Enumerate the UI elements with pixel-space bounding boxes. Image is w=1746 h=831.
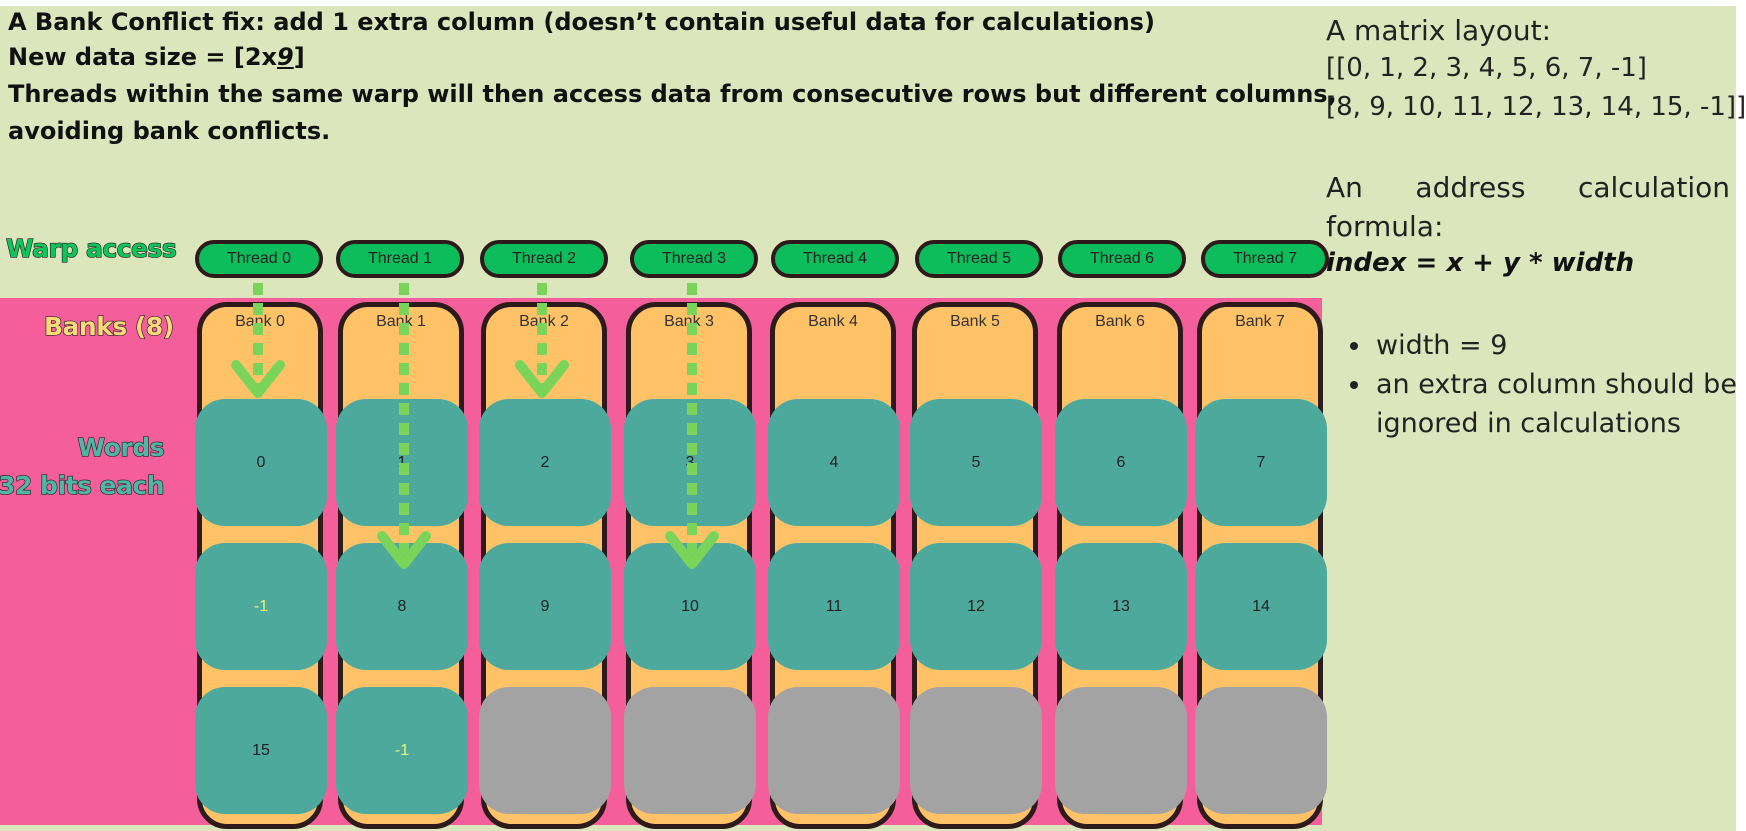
words-label-line2: 32 bits each [0, 470, 165, 500]
bank-2-label: Bank 2 [519, 313, 569, 330]
bank-5-label: Bank 5 [950, 313, 1000, 330]
index-formula: index = x + y * width [1326, 248, 1635, 278]
note-item-1-line-2: ignored in calculations [1376, 408, 1681, 439]
thread-7: Thread 7 [1201, 240, 1329, 278]
data-size-suffix: ] [293, 43, 305, 71]
word-cell: 9 [479, 543, 611, 670]
empty-word-cell [1195, 687, 1327, 814]
header-line-2: New data size = [2x9] [8, 43, 305, 71]
warp-access-label: Warp access [5, 233, 177, 263]
word-cell: 6 [1055, 399, 1187, 526]
notes-list: width = 9 an extra column should be ignore… [1326, 326, 1737, 443]
words-label: Words 32 bits each [0, 429, 165, 505]
thread-3-arrowhead [665, 531, 719, 569]
empty-word-cell [768, 687, 900, 814]
thread-1-arrowhead [377, 531, 431, 569]
padding-word-cell: -1 [195, 543, 327, 670]
word-cell: 0 [195, 399, 327, 526]
matrix-row-1: [[0, 1, 2, 3, 4, 5, 6, 7, -1] [1326, 53, 1647, 83]
thread-2: Thread 2 [480, 240, 608, 278]
header-line-3: Threads within the same warp will then a… [8, 80, 1337, 108]
bank-7-label: Bank 7 [1235, 313, 1285, 330]
thread-0-arrowhead [231, 360, 285, 398]
bank-0-label: Bank 0 [235, 313, 285, 330]
thread-1: Thread 1 [336, 240, 464, 278]
word-cell: 7 [1195, 399, 1327, 526]
padding-word-cell: -1 [336, 687, 468, 814]
word-cell: 14 [1195, 543, 1327, 670]
bank-1-label: Bank 1 [376, 313, 426, 330]
bank-6-label: Bank 6 [1095, 313, 1145, 330]
formula-heading-word-1: An [1326, 171, 1363, 204]
banks-label: Banks (8) [43, 311, 174, 341]
words-label-line1: Words [77, 432, 165, 462]
bank-4-label: Bank 4 [808, 313, 858, 330]
thread-4: Thread 4 [771, 240, 899, 278]
matrix-title: A matrix layout: [1326, 14, 1552, 47]
note-item-1: an extra column should be ignored in calc… [1326, 365, 1737, 443]
thread-6: Thread 6 [1058, 240, 1186, 278]
header-line-1: A Bank Conflict fix: add 1 extra column … [8, 8, 1155, 36]
word-cell: 12 [910, 543, 1042, 670]
empty-word-cell [910, 687, 1042, 814]
header-line-4: avoiding bank conflicts. [8, 117, 331, 145]
formula-heading-word-3: calculation [1577, 171, 1730, 204]
thread-3: Thread 3 [630, 240, 758, 278]
word-cell: 11 [768, 543, 900, 670]
empty-word-cell [479, 687, 611, 814]
thread-0: Thread 0 [195, 240, 323, 278]
thread-2-arrowhead [515, 360, 569, 398]
data-size-width: 9 [277, 43, 294, 71]
word-cell: 13 [1055, 543, 1187, 670]
formula-heading-line-2: formula: [1326, 210, 1444, 243]
word-cell: 15 [195, 687, 327, 814]
word-cell: 2 [479, 399, 611, 526]
thread-5: Thread 5 [915, 240, 1043, 278]
bank-3-label: Bank 3 [664, 313, 714, 330]
empty-word-cell [1055, 687, 1187, 814]
formula-heading: An address calculation [1326, 171, 1730, 204]
data-size-prefix: New data size = [2x [8, 43, 278, 71]
word-cell: 4 [768, 399, 900, 526]
note-item-0: width = 9 [1326, 326, 1737, 365]
formula-heading-word-2: address [1415, 171, 1526, 204]
empty-word-cell [624, 687, 756, 814]
note-item-1-line-1: an extra column should be [1376, 369, 1737, 400]
matrix-row-2: [8, 9, 10, 11, 12, 13, 14, 15, -1]] [1326, 92, 1746, 122]
word-cell: 5 [910, 399, 1042, 526]
